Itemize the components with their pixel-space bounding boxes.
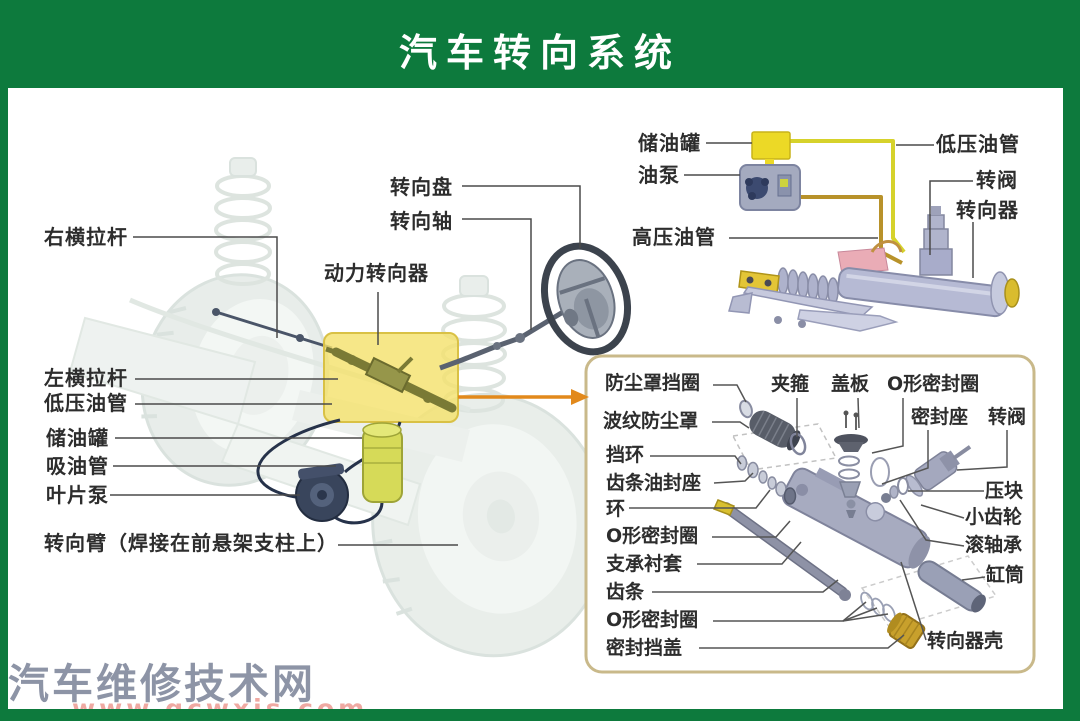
label-bellows-dust-cover: 波纹防尘罩	[603, 410, 699, 432]
label-steering-shaft: 转向轴	[390, 209, 453, 233]
rack-and-pinion-art	[728, 206, 1020, 332]
label-o-ring-2: O形密封圈	[606, 609, 699, 631]
label-cylinder-tube: 缸筒	[986, 564, 1025, 586]
label-oil-reservoir: 储油罐	[46, 426, 109, 450]
label-retaining-ring: 挡环	[606, 444, 645, 466]
label-schematic-oil-pump: 油泵	[638, 163, 680, 187]
label-schematic-reservoir: 储油罐	[638, 131, 701, 155]
label-high-pressure-pipe: 高压油管	[632, 225, 716, 249]
label-steering-arm: 转向臂（焊接在前悬架支柱上）	[44, 531, 338, 555]
label-roller-bearing: 滚轴承	[965, 534, 1023, 556]
exploded-view-box	[584, 354, 1036, 674]
label-suction-pipe: 吸油管	[46, 454, 109, 478]
label-support-bushing: 支承衬套	[606, 553, 683, 575]
page-title: 汽车转向系统	[398, 31, 681, 75]
watermark-site-name: 汽车维修技术网	[8, 660, 316, 708]
label-rack: 齿条	[606, 581, 645, 603]
label-steering-gear-housing: 转向器壳	[927, 630, 1004, 652]
label-left-tie-rod: 左横拉杆	[44, 366, 128, 390]
label-rotary-valve-exploded: 转阀	[988, 406, 1027, 428]
label-right-tie-rod: 右横拉杆	[44, 225, 128, 249]
label-clamp: 夹箍	[771, 373, 810, 395]
label-steering-gear: 转向器	[956, 198, 1019, 222]
faded-chassis-art	[68, 157, 609, 658]
steering-column-art	[439, 309, 565, 371]
label-rack-oil-seal-seat: 齿条油封座	[606, 472, 702, 494]
label-pressure-block: 压块	[985, 480, 1024, 502]
label-vane-pump: 叶片泵	[46, 483, 109, 507]
vane-pump-and-reservoir-art	[256, 418, 403, 525]
label-low-pressure-pipe: 低压油管	[44, 391, 128, 415]
label-pinion: 小齿轮	[965, 506, 1023, 528]
steering-linkage-art	[212, 308, 333, 350]
detail-arrow	[458, 389, 589, 405]
label-power-steering-gear: 动力转向器	[324, 261, 429, 285]
power-steering-gear-highlight	[323, 332, 459, 423]
label-seal-end-cap: 密封挡盖	[606, 637, 683, 659]
label-ring: 环	[606, 498, 626, 520]
label-seal-seat: 密封座	[911, 406, 969, 428]
label-o-ring-top: O形密封圈	[887, 373, 980, 395]
label-dust-cover-ring: 防尘罩挡圈	[605, 372, 701, 394]
watermark-site-url: www.qcwxjs.com	[72, 694, 369, 721]
main-leader-lines	[110, 142, 974, 546]
label-cover-plate: 盖板	[831, 373, 870, 395]
steering-wheel-art	[540, 242, 632, 356]
label-steering-wheel: 转向盘	[390, 175, 453, 199]
label-o-ring-1: O形密封圈	[606, 525, 699, 547]
label-schematic-low-pressure: 低压油管	[936, 132, 1020, 156]
label-rotary-valve: 转阀	[976, 168, 1018, 192]
